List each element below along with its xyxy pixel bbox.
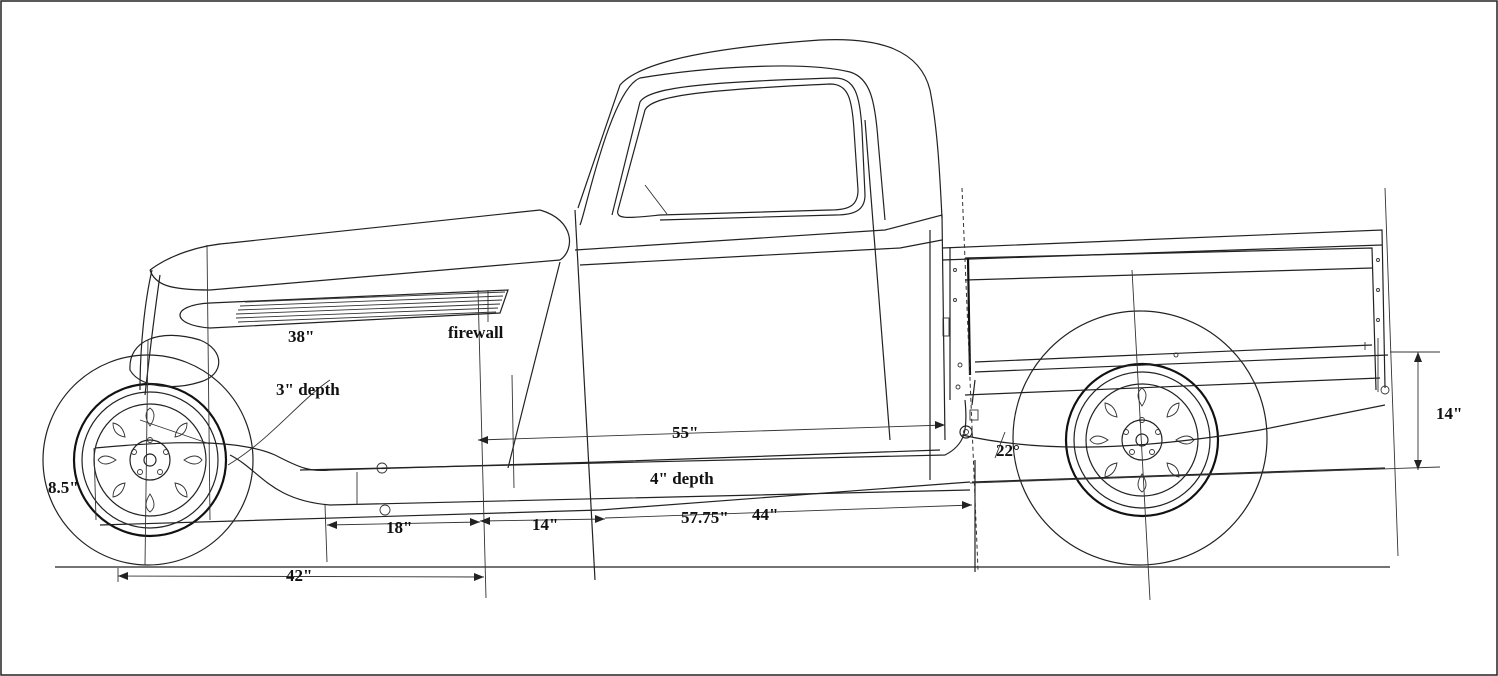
front-fender [129, 269, 220, 396]
cab-span-label: 57.75" [681, 508, 729, 527]
front-wheel [42, 354, 254, 566]
front-depth-label: 3" depth [276, 380, 340, 399]
axle-to-firewall-label: 42" [286, 566, 312, 585]
wheel-radius-label: 8.5" [48, 478, 79, 497]
rear-height-label: 14" [1436, 404, 1462, 423]
cab-length-label: 55" [672, 423, 698, 442]
dimension-lines [93, 351, 1441, 582]
cab [507, 38, 946, 581]
firewall-offset-label: 14" [532, 515, 558, 534]
hood [149, 209, 571, 329]
rear-wheel [1012, 310, 1268, 566]
firewall-label: firewall [448, 323, 504, 342]
truck-bed [941, 229, 1390, 406]
front-overhang-label: 18" [386, 518, 412, 537]
hood-length-label: 38" [288, 327, 314, 346]
rear-span-label: 44" [752, 505, 778, 524]
angle-label: 22° [996, 441, 1020, 460]
rocker-depth-label: 4" depth [650, 469, 714, 488]
front-apron [94, 442, 941, 472]
rocker-panel [299, 399, 967, 471]
